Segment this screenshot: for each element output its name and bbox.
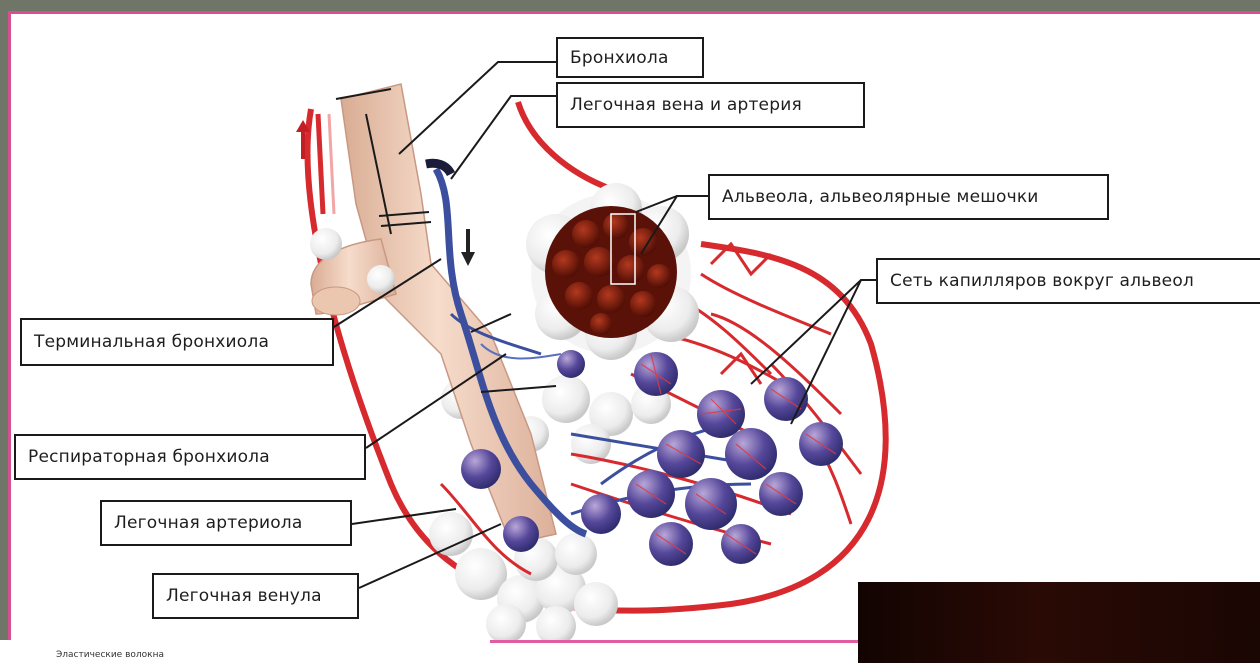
label-capillary-network: Сеть капилляров вокруг альвеол [876, 258, 1260, 304]
label-alveolus-sacs: Альвеола, альвеолярные мешочки [708, 174, 1109, 220]
bottom-caption: Эластические волокна [56, 650, 164, 660]
label-pulmonary-venule: Легочная венула [152, 573, 359, 619]
label-respiratory-bronchiole: Респираторная бронхиола [14, 434, 366, 480]
label-terminal-bronchiole: Терминальная бронхиола [20, 318, 334, 366]
dark-image-panel [858, 582, 1260, 663]
bottom-pink-panel [490, 640, 860, 663]
slide-frame: Бронхиола Легочная вена и артерия Альвео… [8, 11, 1260, 663]
label-bronchiole: Бронхиола [556, 37, 704, 78]
alveolus-cross-section [526, 183, 699, 360]
label-pulmonary-vein-artery: Легочная вена и артерия [556, 82, 865, 128]
label-pulmonary-arteriole: Легочная артериола [100, 500, 352, 546]
